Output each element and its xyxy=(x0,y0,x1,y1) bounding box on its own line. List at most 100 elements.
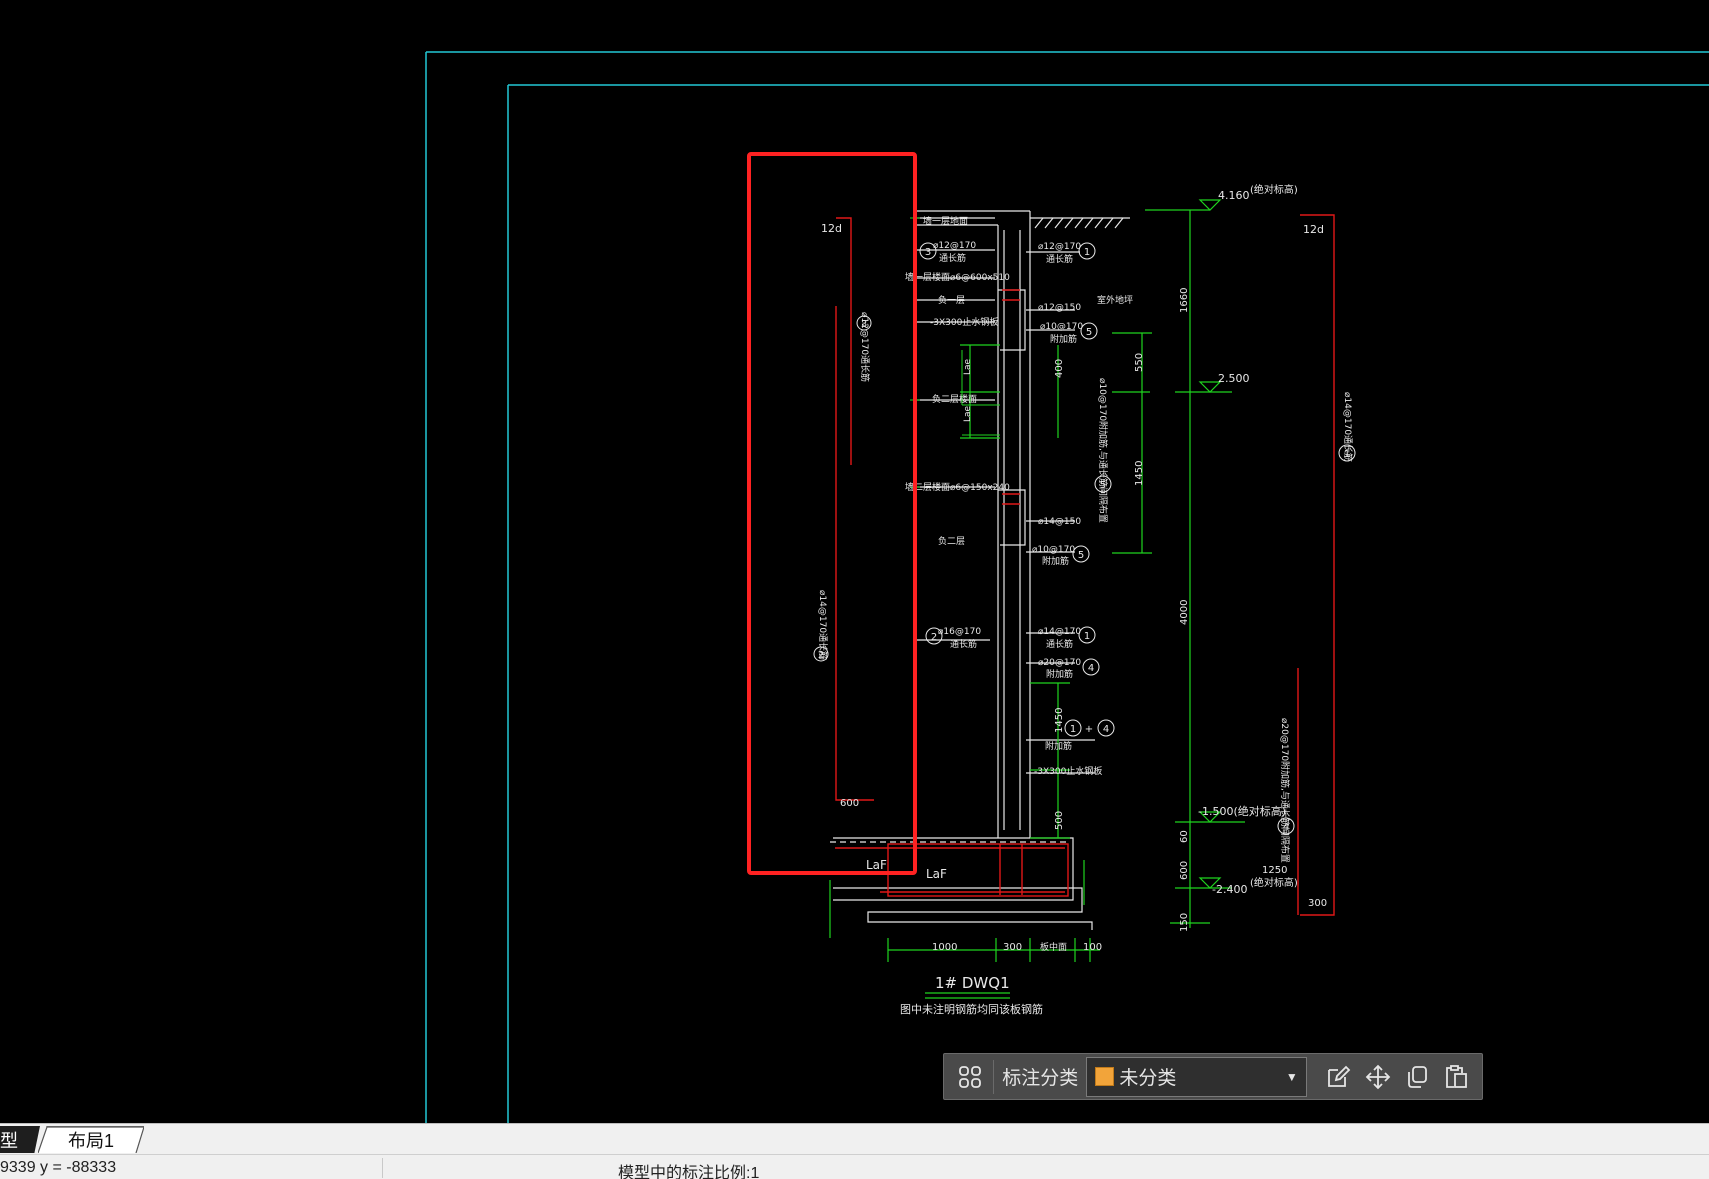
drawing-subtitle: 图中未注明钢筋均同该板钢筋 xyxy=(900,1002,1043,1016)
svg-text:-2.400: -2.400 xyxy=(1212,883,1247,896)
svg-text:5: 5 xyxy=(1078,550,1084,561)
svg-text:150: 150 xyxy=(1179,913,1190,932)
svg-text:600: 600 xyxy=(840,798,859,809)
svg-text:500: 500 xyxy=(1054,811,1065,830)
svg-text:室外地坪: 室外地坪 xyxy=(1097,294,1133,306)
svg-text:3: 3 xyxy=(861,319,867,330)
tab-layout1[interactable]: 布局1 xyxy=(38,1126,144,1153)
svg-text:⌀14@170: ⌀14@170 xyxy=(1038,627,1081,637)
circle-mark-labels: 32 32 15 55 14 1+4 14 xyxy=(818,247,1350,833)
svg-text:-3X300止水钢板: -3X300止水钢板 xyxy=(1034,765,1102,777)
svg-text:60: 60 xyxy=(1179,830,1190,843)
status-divider xyxy=(382,1158,383,1178)
svg-text:(绝对标高): (绝对标高) xyxy=(1250,183,1298,196)
drawing-title: 1# DWQ1 xyxy=(935,974,1010,992)
svg-text:附加筋: 附加筋 xyxy=(1042,555,1069,567)
svg-text:5: 5 xyxy=(1100,480,1106,491)
svg-text:(绝对标高): (绝对标高) xyxy=(1250,876,1298,889)
svg-text:1: 1 xyxy=(1084,247,1090,258)
text-12d-right: 12d xyxy=(1303,223,1324,236)
svg-text:550: 550 xyxy=(1134,353,1145,372)
svg-text:⌀20@170: ⌀20@170 xyxy=(1038,658,1081,668)
svg-text:附加筋: 附加筋 xyxy=(1046,668,1073,680)
svg-text:2: 2 xyxy=(931,632,937,643)
svg-text:5: 5 xyxy=(1086,327,1092,338)
svg-text:400: 400 xyxy=(1054,359,1065,378)
circle-marks xyxy=(813,242,1356,835)
svg-text:LaF: LaF xyxy=(926,867,947,881)
tab-model-label: 型 xyxy=(0,1130,18,1151)
vertical-texts: 1660 550 1450 4000 60 600 150 400 1450 5… xyxy=(817,288,1354,932)
svg-text:⌀14@150: ⌀14@150 xyxy=(1038,517,1081,527)
svg-text:300: 300 xyxy=(1308,898,1327,909)
svg-text:⌀12@170: ⌀12@170 xyxy=(933,241,976,251)
drawing-frame xyxy=(425,51,1709,1123)
drawing-texts: 12d 12d 墙一层地面 ⌀12@170 通长筋 墙一层楼面⌀6@600x51… xyxy=(821,183,1327,1016)
svg-text:4: 4 xyxy=(1088,663,1094,674)
move-icon[interactable] xyxy=(1358,1057,1397,1097)
svg-text:1660: 1660 xyxy=(1179,288,1190,313)
svg-text:2: 2 xyxy=(818,650,824,661)
tab-model[interactable]: 型 xyxy=(0,1126,40,1153)
dims-green xyxy=(829,199,1245,962)
svg-text:附加筋: 附加筋 xyxy=(1050,333,1077,345)
annotation-toolbar: 标注分类 未分类 ▼ xyxy=(943,1053,1483,1100)
svg-text:通长筋: 通长筋 xyxy=(939,252,966,264)
tab-layout1-label: 布局1 xyxy=(67,1131,114,1151)
category-color-swatch xyxy=(1095,1067,1115,1086)
svg-text:-1.500(绝对标高): -1.500(绝对标高) xyxy=(1198,804,1286,818)
category-select-value: 未分类 xyxy=(1119,1068,1177,1089)
svg-text:1450: 1450 xyxy=(1054,708,1065,733)
svg-text:通长筋: 通长筋 xyxy=(950,638,977,650)
svg-text:⌀20@170附加筋,与通长筋间隔布置: ⌀20@170附加筋,与通长筋间隔布置 xyxy=(1279,718,1291,863)
svg-text:墙一层地面: 墙一层地面 xyxy=(923,215,968,227)
svg-text:⌀12@150: ⌀12@150 xyxy=(1038,303,1081,313)
svg-text:负二层: 负二层 xyxy=(938,535,965,547)
svg-text:负一层: 负一层 xyxy=(938,294,965,306)
chevron-down-icon: ▼ xyxy=(1285,1069,1298,1084)
svg-text:LaF: LaF xyxy=(866,858,887,872)
layout-tab-bar: 型 布局1 xyxy=(0,1123,1709,1154)
svg-text:2.500: 2.500 xyxy=(1218,372,1250,385)
svg-text:300: 300 xyxy=(1003,942,1022,953)
svg-text:1000: 1000 xyxy=(932,942,957,953)
svg-text:1450: 1450 xyxy=(1134,461,1145,486)
svg-text:⌀16@170: ⌀16@170 xyxy=(938,627,981,637)
toolbar-separator xyxy=(993,1059,995,1094)
rebar-red xyxy=(835,214,1335,916)
svg-text:⌀10@170: ⌀10@170 xyxy=(1040,322,1083,332)
svg-text:⌀10@170: ⌀10@170 xyxy=(1032,545,1075,555)
svg-text:4000: 4000 xyxy=(1179,600,1190,625)
annotation-scale-text: 模型中的标注比例:1 xyxy=(618,1165,760,1179)
svg-text:通长筋: 通长筋 xyxy=(1046,253,1073,265)
svg-text:负二层楼面: 负二层楼面 xyxy=(932,393,977,405)
svg-text:600: 600 xyxy=(1179,861,1190,880)
svg-text:4: 4 xyxy=(1103,724,1109,735)
svg-text:板中面: 板中面 xyxy=(1040,941,1067,953)
title-underline xyxy=(925,992,1010,999)
cursor-coordinates: 9339 y = -88333 xyxy=(0,1159,117,1176)
copy-icon[interactable] xyxy=(1397,1057,1436,1097)
selection-highlight-box[interactable] xyxy=(747,152,917,875)
svg-text:⌀10@170附加筋,与通长筋间隔布置: ⌀10@170附加筋,与通长筋间隔布置 xyxy=(1097,378,1109,523)
cad-drawing: 12d 12d 墙一层地面 ⌀12@170 通长筋 墙一层楼面⌀6@600x51… xyxy=(425,51,1709,1123)
annotation-category-select[interactable]: 未分类 ▼ xyxy=(1086,1056,1307,1097)
svg-text:1: 1 xyxy=(1344,449,1350,460)
svg-text:100: 100 xyxy=(1083,942,1102,953)
svg-text:墙二层楼面⌀6@150x240: 墙二层楼面⌀6@150x240 xyxy=(905,481,1010,493)
svg-text:通长筋: 通长筋 xyxy=(1046,638,1073,650)
text-12d-left: 12d xyxy=(821,222,842,235)
svg-text:3: 3 xyxy=(925,247,931,258)
paste-icon[interactable] xyxy=(1437,1057,1476,1097)
svg-text:1: 1 xyxy=(1084,631,1090,642)
svg-text:墙一层楼面⌀6@600x510: 墙一层楼面⌀6@600x510 xyxy=(905,271,1010,283)
wall-section xyxy=(830,210,1130,930)
svg-text:附加筋: 附加筋 xyxy=(1045,740,1072,752)
svg-text:Lae: Lae xyxy=(963,358,973,375)
edit-icon[interactable] xyxy=(1319,1057,1358,1097)
cad-viewport[interactable]: 12d 12d 墙一层地面 ⌀12@170 通长筋 墙一层楼面⌀6@600x51… xyxy=(0,0,1709,1123)
annotation-category-label: 标注分类 xyxy=(1002,1068,1079,1089)
svg-text:⌀14@170通长筋: ⌀14@170通长筋 xyxy=(1342,392,1354,462)
svg-text:+: + xyxy=(1085,724,1093,735)
grid-icon[interactable] xyxy=(950,1057,989,1097)
